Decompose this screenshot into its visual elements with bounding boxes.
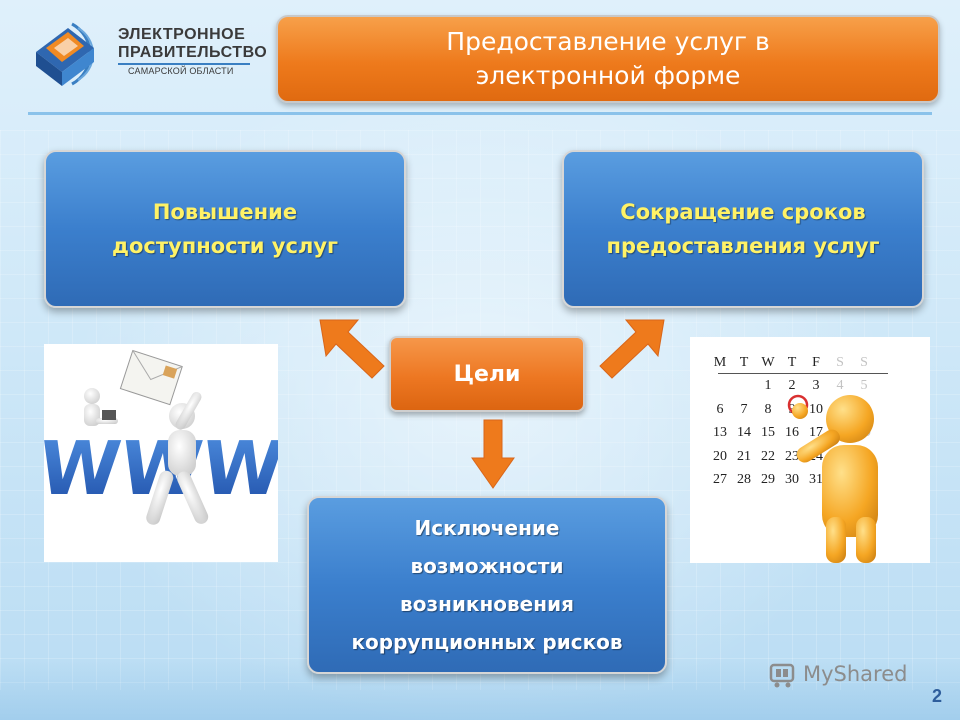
calendar-day: 28 [737, 472, 751, 488]
cart-icon [769, 663, 795, 688]
calendar-day: 14 [737, 425, 751, 441]
calendar-day-marked: 9 [788, 401, 796, 417]
goal-bottom-line2: возможности [410, 554, 564, 578]
title-banner: Предоставление услуг в электронной форме [276, 15, 940, 103]
calendar-day: 27 [713, 472, 727, 488]
calendar-header-cell: T [739, 354, 749, 370]
logo-title-line2: ПРАВИТЕЛЬСТВО [118, 44, 268, 61]
www-figures-icon: WWW [34, 349, 288, 525]
calendar-day: 30 [785, 472, 799, 488]
calendar-day: 29 [761, 472, 775, 488]
goal-box-time-reduction: Сокращение сроков предоставления услуг [562, 150, 924, 308]
calendar-day: 2 [788, 378, 796, 394]
goal-box-corruption: Исключение возможности возникновения кор… [307, 496, 667, 674]
logo-emblem-icon [36, 22, 95, 86]
pointing-figure-icon [787, 394, 878, 563]
calendar-day: 3 [812, 378, 820, 394]
calendar-day: 16 [785, 425, 799, 441]
calendar-header-cell: T [787, 354, 797, 370]
page-number: 2 [932, 686, 943, 706]
watermark: MyShared [768, 654, 928, 694]
title-line2: электронной форме [475, 61, 741, 90]
goal-box-accessibility: Повышение доступности услуг [44, 150, 406, 308]
goal-right-line1: Сокращение сроков [620, 200, 866, 224]
arrow-down-icon [471, 419, 515, 489]
calendar-day: 6 [716, 401, 724, 417]
title-line1: Предоставление услуг в [446, 27, 770, 56]
logo-subtitle: САМАРСКОЙ ОБЛАСТИ [128, 66, 234, 76]
calendar-day: 1 [764, 378, 772, 394]
calendar-day: 8 [764, 401, 772, 417]
goal-right-line2: предоставления услуг [606, 234, 880, 258]
calendar-day: 22 [761, 448, 775, 464]
www-illustration: WWW [34, 344, 288, 562]
logo-divider [118, 63, 250, 65]
goal-left-line2: доступности услуг [112, 234, 338, 258]
goal-bottom-line3: возникновения [400, 592, 574, 616]
arrow-up-left-icon [319, 319, 385, 379]
logo-title-line1: ЭЛЕКТРОННОЕ [118, 26, 246, 43]
calendar-week-row: 1 2 3 4 5 [708, 375, 876, 399]
goals-center-label: Цели [453, 361, 521, 387]
watermark-text: MyShared [803, 662, 908, 686]
calendar-header-divider [718, 373, 888, 374]
logo: ЭЛЕКТРОННОЕ ПРАВИТЕЛЬСТВО САМАРСКОЙ ОБЛА… [32, 16, 267, 92]
calendar-day: 10 [809, 401, 823, 417]
calendar-day: 7 [740, 401, 748, 417]
header-divider [28, 112, 932, 115]
calendar-header-cell: M [713, 354, 727, 370]
calendar-header-cell: W [761, 354, 775, 370]
calendar-header-cell: S [836, 354, 844, 370]
arrow-up-right-icon [599, 319, 665, 379]
calendar-day: 4 [836, 378, 844, 394]
calendar-day: 31 [809, 472, 823, 488]
calendar-day: 13 [713, 425, 727, 441]
calendar-day: 23 [785, 448, 799, 464]
calendar-day: 20 [713, 448, 727, 464]
calendar-header-row: M T W T F S S [708, 351, 876, 375]
calendar-day: 15 [761, 425, 775, 441]
calendar-illustration: M T W T F S S 1 2 3 4 5 6 7 8 9 10 11 12… [690, 337, 930, 563]
calendar-day: 5 [860, 378, 868, 394]
calendar-day: 21 [737, 448, 751, 464]
goal-bottom-line1: Исключение [414, 516, 560, 540]
calendar-header-cell: S [860, 354, 868, 370]
calendar-header-cell: F [812, 354, 820, 370]
goal-bottom-line4: коррупционных рисков [351, 630, 623, 654]
goal-left-line1: Повышение [152, 200, 298, 224]
calendar-week-row: 27 28 29 30 31 [708, 469, 876, 493]
goals-center-box: Цели [389, 336, 585, 412]
